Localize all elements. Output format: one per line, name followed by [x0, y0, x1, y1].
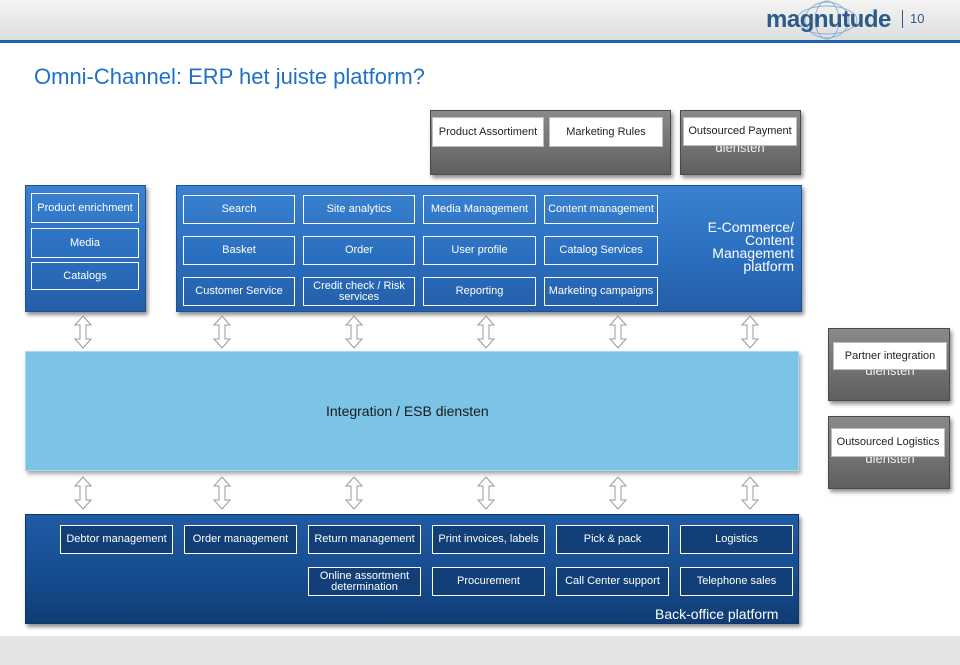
company-logo: magnutude [766, 6, 891, 33]
partner-integration-box: Partner integration [833, 342, 947, 370]
page-number: 10 [910, 11, 925, 26]
double-arrow-icon [476, 315, 496, 349]
basket-box: Basket [183, 236, 295, 265]
catalogs-box: Catalogs [31, 262, 139, 290]
double-arrow-icon [740, 476, 760, 510]
site-analytics-box: Site analytics [303, 195, 415, 224]
header-bar [0, 0, 960, 40]
double-arrow-icon [73, 315, 93, 349]
header-divider [902, 10, 903, 28]
ecommerce-platform-label: E-Commerce/ Content Management platform [707, 219, 794, 274]
marketing-campaigns-box: Marketing campaigns [544, 277, 658, 306]
double-arrow-icon [212, 476, 232, 510]
logo-swoosh-icon [796, 0, 858, 40]
print-invoices-box: Print invoices, labels [432, 525, 545, 554]
product-assortiment-box: Product Assortiment [432, 117, 544, 147]
logistics-box: Logistics [680, 525, 793, 554]
return-management-box: Return management [308, 525, 421, 554]
outsourced-logistics-box: Outsourced Logistics [831, 428, 945, 457]
double-arrow-icon [608, 476, 628, 510]
user-profile-box: User profile [423, 236, 536, 265]
double-arrow-icon [212, 315, 232, 349]
pick-pack-box: Pick & pack [556, 525, 669, 554]
backoffice-platform-label: Back-office platform [655, 606, 779, 622]
double-arrow-icon [344, 476, 364, 510]
procurement-box: Procurement [432, 567, 545, 596]
double-arrow-icon [344, 315, 364, 349]
double-arrow-icon [740, 315, 760, 349]
order-management-box: Order management [184, 525, 297, 554]
telephone-sales-box: Telephone sales [680, 567, 793, 596]
page-title: Omni-Channel: ERP het juiste platform? [34, 64, 425, 89]
online-assortment-box: Online assortment determination [308, 567, 421, 596]
footer-bar [0, 636, 960, 665]
search-box: Search [183, 195, 295, 224]
double-arrow-icon [476, 476, 496, 510]
debtor-management-box: Debtor management [60, 525, 173, 554]
media-management-box: Media Management [423, 195, 536, 224]
lower-arrows [73, 476, 760, 510]
double-arrow-icon [73, 476, 93, 510]
integration-panel [25, 351, 799, 471]
order-box: Order [303, 236, 415, 265]
product-enrichment-box: Product enrichment [31, 193, 139, 223]
catalog-services-box: Catalog Services [544, 236, 658, 265]
marketing-rules-box: Marketing Rules [549, 117, 663, 147]
outsourced-payment-box: Outsourced Payment [683, 117, 797, 146]
upper-arrows [73, 315, 760, 349]
credit-check-box: Credit check / Risk services [303, 277, 415, 306]
reporting-box: Reporting [423, 277, 536, 306]
customer-service-box: Customer Service [183, 277, 295, 306]
ecommerce-panel [176, 185, 802, 312]
content-management-box: Content management [544, 195, 658, 224]
call-center-box: Call Center support [556, 567, 669, 596]
left-column-panel [25, 185, 146, 312]
media-box: Media [31, 228, 139, 258]
header-rule [0, 40, 960, 43]
integration-label: Integration / ESB diensten [326, 403, 489, 419]
double-arrow-icon [608, 315, 628, 349]
